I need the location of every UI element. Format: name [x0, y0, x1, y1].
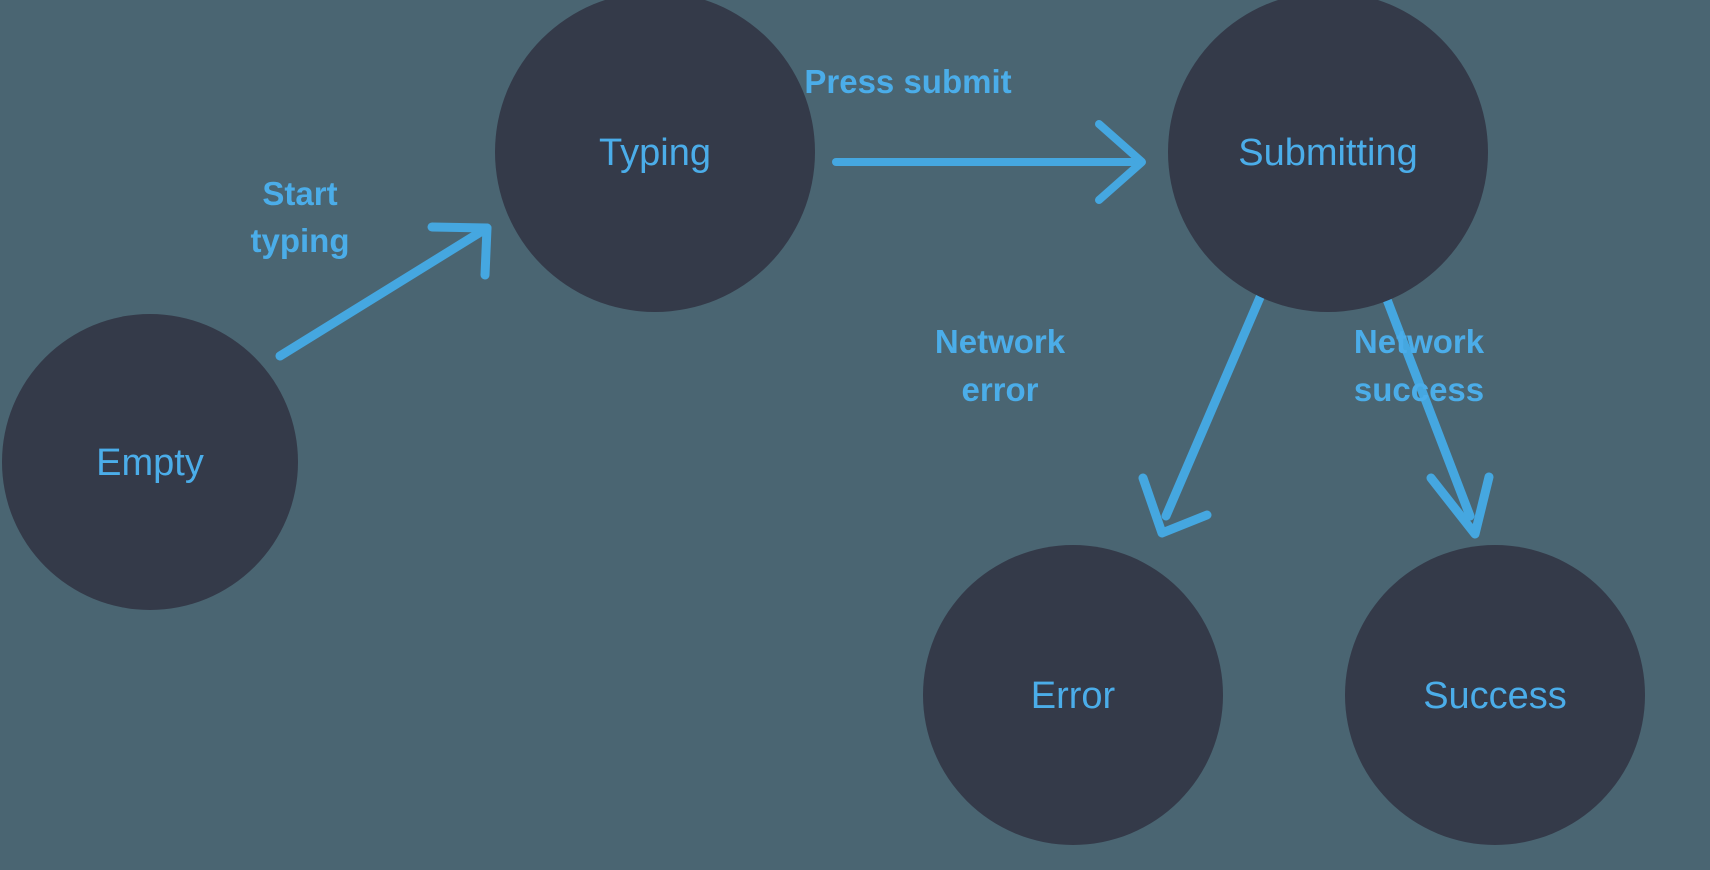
node-circle-empty[interactable]: [2, 314, 298, 610]
arrowhead-typing-to-submitting: [1095, 120, 1146, 204]
node-label-submitting: Submitting: [1238, 132, 1418, 174]
node-label-empty: Empty: [96, 442, 204, 484]
node-circle-typing[interactable]: [495, 0, 815, 312]
edge-label-network-error-line1: Network: [935, 323, 1066, 360]
edge-label-network-success-line2: success: [1354, 371, 1484, 408]
edge-empty-to-typing: Start typing: [251, 175, 492, 361]
node-circle-error[interactable]: [923, 545, 1223, 845]
node-circle-submitting[interactable]: [1168, 0, 1488, 312]
node-error[interactable]: Error: [923, 545, 1223, 845]
node-submitting[interactable]: Submitting: [1168, 0, 1488, 312]
edge-submitting-to-success: Network success: [1354, 292, 1494, 539]
edge-label-press-submit: Press submit: [804, 63, 1011, 100]
edge-submitting-to-error: Network error: [935, 290, 1266, 538]
arrowhead-empty-to-typing: [427, 222, 492, 280]
edge-line-submitting-to-error: [1161, 290, 1266, 521]
edge-label-start-typing-line1: Start: [262, 175, 337, 212]
node-empty[interactable]: Empty: [2, 314, 298, 610]
edge-line-empty-to-typing: [275, 223, 492, 361]
edge-label-start-typing-line2: typing: [251, 222, 350, 259]
arrowhead-submitting-to-success: [1426, 472, 1494, 539]
node-typing[interactable]: Typing: [495, 0, 815, 312]
edge-label-network-error-line2: error: [961, 371, 1038, 408]
node-circle-success[interactable]: [1345, 545, 1645, 845]
edge-label-network-success-line1: Network: [1354, 323, 1485, 360]
node-label-typing: Typing: [599, 132, 711, 174]
edge-typing-to-submitting: Press submit: [804, 63, 1146, 204]
node-success[interactable]: Success: [1345, 545, 1645, 845]
arrowhead-submitting-to-error: [1138, 473, 1212, 538]
node-label-error: Error: [1031, 675, 1116, 717]
node-label-success: Success: [1423, 675, 1567, 717]
edge-line-submitting-to-success: [1381, 292, 1475, 521]
